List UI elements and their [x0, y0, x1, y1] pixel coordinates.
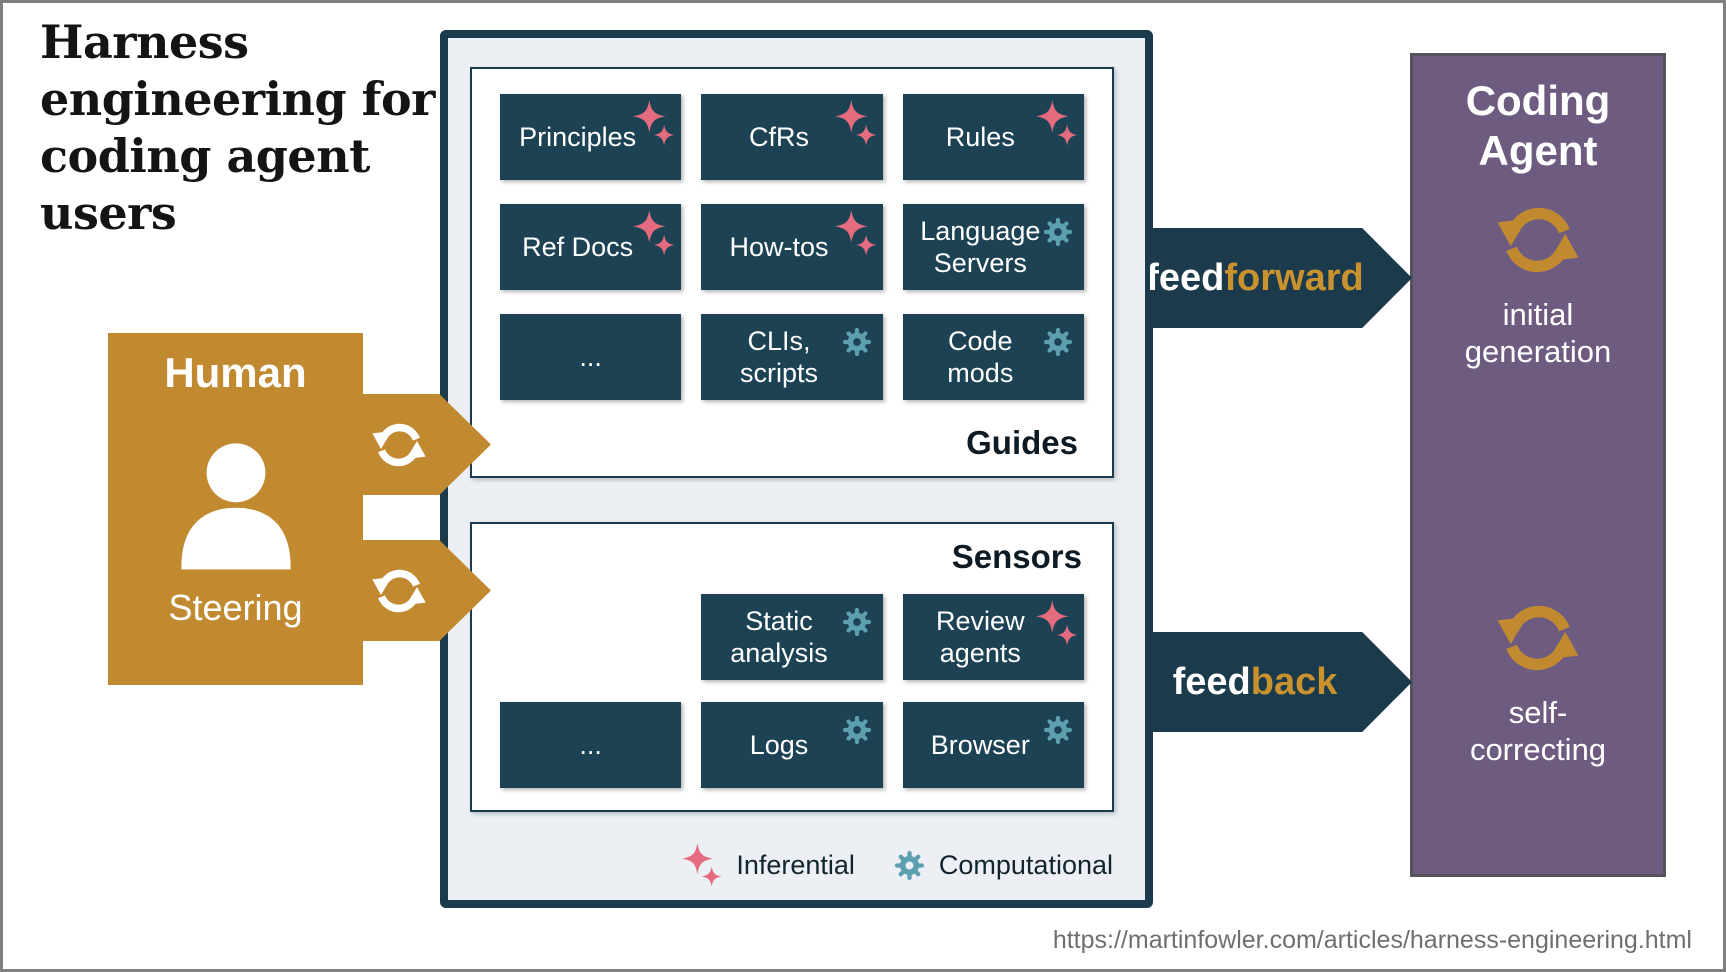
- page-title-line: users: [40, 186, 177, 240]
- sensors-panel: Sensors Static analysis Review agents ..…: [470, 522, 1114, 812]
- guides-section-label: Guides: [966, 424, 1078, 461]
- cycle-icon: [370, 416, 428, 474]
- harness-item-label: Code mods: [947, 325, 1014, 388]
- harness-item-label: CfRs: [748, 121, 809, 152]
- cycle-icon: [1494, 196, 1582, 284]
- harness-item: ...: [500, 314, 682, 400]
- gear-icon: [1042, 216, 1074, 248]
- sparkle-icon: [1033, 599, 1079, 647]
- harness-item: Review agents: [902, 594, 1084, 680]
- harness-item-label: Review agents: [936, 605, 1025, 668]
- feedback-label-prefix: feed: [1172, 660, 1251, 703]
- coding-agent-states: initial generation self- correcting: [1413, 56, 1663, 874]
- sparkle-icon: [679, 842, 723, 888]
- gear-icon: [841, 714, 873, 746]
- harness-item-label: Ref Docs: [522, 231, 634, 262]
- sensors-grid: Static analysis Review agents ... Logs: [500, 594, 1084, 788]
- agent-state: self- correcting: [1413, 594, 1663, 768]
- human-role-label: Steering: [168, 587, 303, 628]
- harness-item: CLIs, scripts: [701, 314, 883, 400]
- gear-icon: [893, 849, 926, 882]
- legend: Inferential Computational: [620, 842, 1113, 888]
- harness-item: CfRs: [701, 94, 883, 180]
- page-title-line: Harness: [40, 15, 249, 69]
- harness-item-label: Logs: [749, 729, 809, 760]
- page-title: Harness engineering for coding agent use…: [40, 14, 510, 242]
- feedforward-label-prefix: feed: [1146, 256, 1225, 299]
- gear-icon: [841, 326, 873, 358]
- gear-icon: [841, 606, 873, 638]
- guides-panel: Principles CfRs Rules Ref Docs: [470, 67, 1114, 478]
- feedforward-label-accent: forward: [1224, 256, 1364, 299]
- sparkle-icon: [1033, 99, 1079, 147]
- harness-item-label: Rules: [945, 121, 1015, 152]
- page-title-line: engineering for: [40, 72, 435, 126]
- legend-item: Inferential: [679, 842, 855, 888]
- harness-item-label: ...: [579, 729, 602, 760]
- agent-state-label: self- correcting: [1469, 695, 1607, 768]
- harness-item-label: Language Servers: [920, 215, 1041, 278]
- harness-item-label: How-tos: [729, 231, 829, 262]
- harness-item: Rules: [902, 94, 1084, 180]
- sensors-section-label: Sensors: [951, 538, 1082, 575]
- harness-item-label: ...: [579, 341, 602, 372]
- gear-icon: [1042, 714, 1074, 746]
- harness-item: Language Servers: [902, 204, 1084, 290]
- harness-item-label: Browser: [930, 729, 1030, 760]
- sparkle-icon: [630, 99, 676, 147]
- agent-state-label: initial generation: [1464, 297, 1612, 370]
- harness-item-label: Principles: [519, 121, 637, 152]
- legend-item: Computational: [893, 849, 1113, 882]
- person-icon: [166, 435, 306, 575]
- source-url[interactable]: https://martinfowler.com/articles/harnes…: [1052, 926, 1692, 954]
- harness-item: Static analysis: [701, 594, 883, 680]
- guides-grid: Principles CfRs Rules Ref Docs: [500, 94, 1084, 400]
- sparkle-icon: [630, 209, 676, 257]
- harness-item: ...: [500, 702, 682, 788]
- human-box: Human Steering: [108, 333, 363, 685]
- harness-item: Logs: [701, 702, 883, 788]
- harness-item: Ref Docs: [500, 204, 682, 290]
- human-box-title: Human: [164, 349, 307, 396]
- feedback-label-accent: back: [1250, 660, 1338, 703]
- harness-item: Code mods: [902, 314, 1084, 400]
- agent-state: initial generation: [1413, 196, 1663, 370]
- harness-item: Principles: [500, 94, 682, 180]
- coding-agent-title: Coding Agent: [1465, 77, 1611, 175]
- harness-item: Browser: [902, 702, 1084, 788]
- sparkle-icon: [832, 209, 878, 257]
- harness-item-label: Static analysis: [730, 605, 828, 668]
- harness-item: How-tos: [701, 204, 883, 290]
- harness-item-label: CLIs, scripts: [739, 325, 818, 388]
- cycle-icon: [370, 562, 428, 620]
- legend-item-label: Inferential: [736, 849, 855, 880]
- page-title-line: coding agent: [40, 129, 370, 183]
- sparkle-icon: [832, 99, 878, 147]
- legend-item-label: Computational: [938, 849, 1113, 880]
- cycle-icon: [1494, 594, 1582, 682]
- gear-icon: [1042, 326, 1074, 358]
- coding-agent-box: Coding Agent initial generation self- co…: [1410, 53, 1666, 877]
